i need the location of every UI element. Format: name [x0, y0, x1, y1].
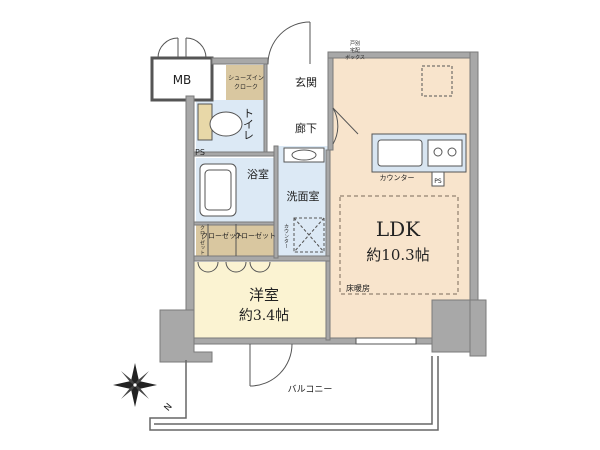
ps-right-box: [431, 171, 445, 187]
western-area-label: 約3.4帖: [239, 308, 289, 324]
shoes-closet-floor: [226, 65, 266, 100]
closet-doors: [197, 261, 271, 273]
compass-rose-icon: [113, 363, 157, 407]
kitchen-sink-icon: [377, 139, 423, 167]
western-room-label: 洋室: [249, 286, 279, 304]
ldk-label: LDK: [376, 217, 421, 241]
washer-space: [293, 217, 325, 253]
delivery-box-label-2: 宅配: [350, 47, 360, 54]
floor-heating-area: [339, 195, 459, 295]
shoes-closet-label-1: シューズイン: [228, 74, 264, 82]
balcony-windows: [355, 337, 417, 345]
washbasin-icon: [283, 147, 325, 163]
balcony-outline: [149, 356, 439, 431]
ldk-area-label: 約10.3帖: [366, 246, 429, 264]
toilet-icon: [197, 103, 243, 141]
closet-small-label: クローゼット: [199, 225, 205, 255]
entrance-door: [267, 21, 311, 65]
washroom-label: 洗面室: [287, 189, 320, 203]
walls: [150, 51, 487, 363]
floor-heating-label: 床暖房: [346, 283, 370, 293]
stove-icon: [427, 139, 463, 167]
closet-dividers: [207, 224, 237, 256]
delivery-box-label-1: 戸別: [350, 40, 360, 47]
western-door: [249, 343, 293, 387]
washroom-floor: [278, 146, 328, 256]
bathtub-icon: [199, 163, 237, 217]
mb-label: MB: [173, 73, 192, 87]
balcony-label: バルコニー: [288, 384, 333, 395]
ps-right-label: PS: [434, 178, 442, 185]
ps-left-label: PS: [195, 148, 205, 157]
hallway-label: 廊下: [295, 121, 317, 135]
delivery-box-label-3: ボックス: [345, 54, 365, 61]
mb-box: [150, 56, 214, 102]
ldk-floor: [330, 58, 470, 338]
bath-label: 浴室: [247, 167, 269, 181]
closet-2-label: クローゼット: [234, 231, 276, 240]
entrance-label: 玄関: [295, 75, 317, 89]
toilet-label: トイレ: [242, 108, 255, 141]
closet-floor: [196, 224, 274, 256]
hallway-door: [332, 107, 359, 145]
western-room-floor: [192, 262, 330, 338]
wash-counter-label: カウンター: [283, 224, 289, 249]
compass-n-label: N: [163, 402, 175, 414]
shoes-closet-label-2: クローク: [234, 84, 258, 91]
hood-outline: [421, 65, 453, 97]
closet-1-label: クローゼット: [201, 231, 243, 240]
kitchen-counter-label: カウンター: [380, 173, 415, 182]
mb-doors: [157, 37, 207, 59]
